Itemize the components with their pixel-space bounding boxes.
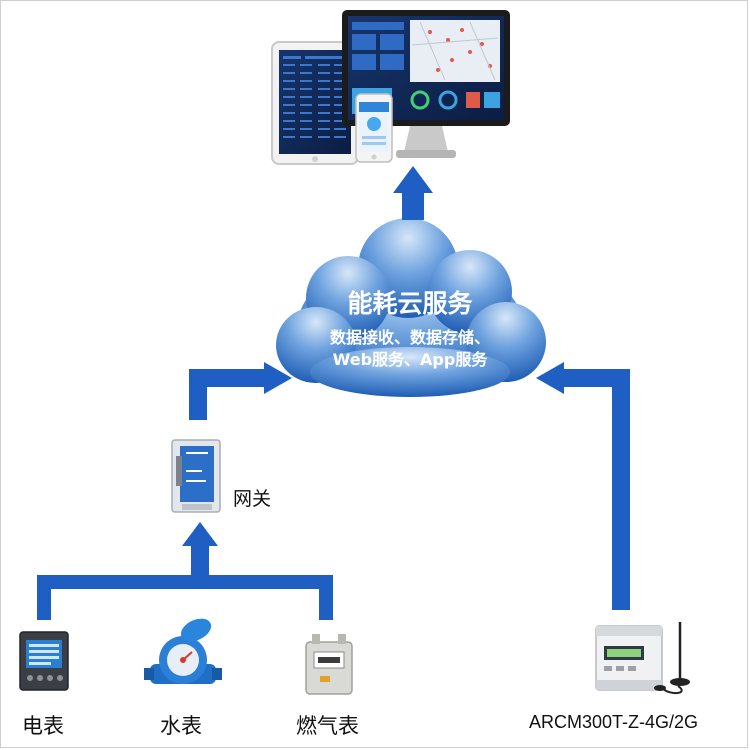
cloud-icon — [276, 218, 546, 397]
arrow-gateway-to-cloud-head — [264, 362, 292, 394]
cloud-title: 能耗云服务 — [347, 289, 473, 318]
device-label: ARCM300T-Z-4G/2G — [529, 712, 699, 732]
tablet-icon — [271, 41, 359, 165]
water-meter-label: 水表 — [160, 714, 202, 738]
4g-meter-icon — [595, 625, 663, 691]
cloud-line-2: Web服务、App服务 — [332, 350, 488, 369]
electric-meter-label: 电表 — [22, 714, 64, 738]
phone-icon — [355, 93, 393, 163]
arrow-cloud-to-devices — [393, 166, 433, 220]
gateway-icon — [171, 439, 221, 513]
arrow-device-to-cloud-head — [536, 362, 564, 394]
gas-meter-icon — [305, 634, 353, 695]
electric-meter-icon — [19, 631, 69, 691]
arrow-meters-to-gateway — [37, 522, 333, 620]
gateway-label: 网关 — [233, 488, 272, 510]
cloud-line-1: 数据接收、数据存储、 — [329, 328, 490, 347]
gas-meter-label: 燃气表 — [296, 714, 359, 738]
antenna-icon — [654, 622, 690, 694]
arrow-device-to-cloud — [560, 369, 630, 610]
arrow-gateway-to-cloud — [189, 369, 268, 420]
water-meter-icon — [144, 618, 222, 684]
